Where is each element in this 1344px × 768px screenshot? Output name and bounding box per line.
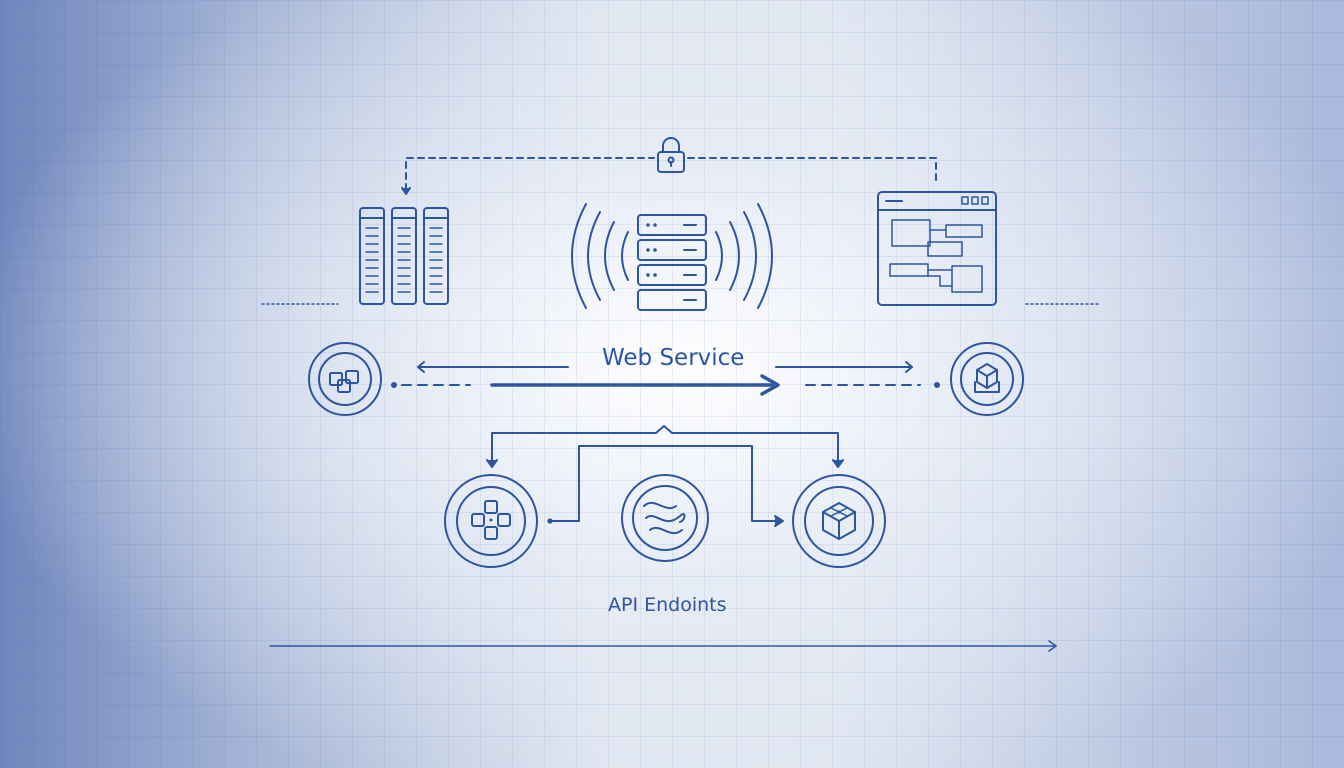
lock-icon <box>657 137 685 173</box>
puzzle-node-icon <box>308 342 382 416</box>
wave-icon <box>621 474 709 562</box>
server-racks-icon <box>359 207 449 305</box>
wireless-server-icon <box>571 203 773 311</box>
diagram-title: Web Service <box>602 345 745 371</box>
diagram-subtitle: API Endoints <box>608 594 727 616</box>
endpoint-branches <box>486 425 844 527</box>
browser-window-icon <box>877 191 997 306</box>
cube-node-icon <box>950 342 1024 416</box>
plus-blocks-icon <box>444 474 538 568</box>
service-flow-arrows <box>391 361 940 396</box>
secure-link <box>401 157 937 195</box>
bottom-arrow <box>269 640 1057 652</box>
hexagon-cube-icon <box>792 474 886 568</box>
